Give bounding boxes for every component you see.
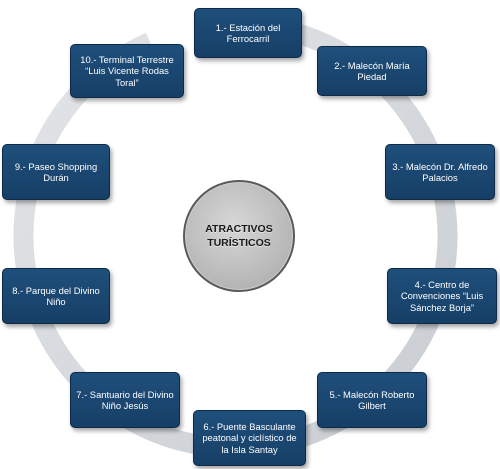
node-label: 9.- Paseo Shopping Durán	[14, 160, 98, 184]
node-2-malecon-maria-piedad: 2.- Malecón María Piedad	[317, 46, 427, 96]
node-6-puente-basculante: 6.- Puente Basculante peatonal y ciclíst…	[193, 410, 306, 466]
node-1-estacion-ferrocarril: 1.- Estación del Ferrocarril	[194, 8, 302, 58]
node-4-centro-convenciones: 4.- Centro de Convenciones “Luis Sánchez…	[387, 268, 497, 324]
node-label: 5.- Malecón Roberto Gilbert	[329, 388, 415, 412]
center-title: ATRACTIVOS TURÍSTICOS	[205, 223, 273, 249]
node-9-paseo-shopping-duran: 9.- Paseo Shopping Durán	[2, 144, 110, 200]
node-label: 10.- Terminal Terrestre “Luis Vicente Ro…	[80, 53, 174, 88]
node-3-malecon-alfredo-palacios: 3.- Malecón Dr. Alfredo Palacios	[385, 144, 495, 200]
node-10-terminal-terrestre: 10.- Terminal Terrestre “Luis Vicente Ro…	[70, 44, 184, 98]
node-5-malecon-roberto-gilbert: 5.- Malecón Roberto Gilbert	[317, 372, 427, 428]
node-label: 1.- Estación del Ferrocarril	[215, 21, 281, 45]
node-7-santuario-divino-nino: 7.- Santuario del Divino Niño Jesús	[70, 372, 180, 428]
center-circle: ATRACTIVOS TURÍSTICOS	[183, 180, 295, 292]
node-label: 2.- Malecón María Piedad	[334, 59, 410, 83]
node-8-parque-divino-nino: 8.- Parque del Divino Niño	[2, 268, 110, 324]
node-label: 6.- Puente Basculante peatonal y ciclíst…	[202, 420, 297, 455]
node-label: 7.- Santuario del Divino Niño Jesús	[76, 388, 174, 412]
node-label: 3.- Malecón Dr. Alfredo Palacios	[392, 160, 488, 184]
node-label: 4.- Centro de Convenciones “Luis Sánchez…	[400, 278, 484, 313]
node-label: 8.- Parque del Divino Niño	[12, 284, 100, 308]
